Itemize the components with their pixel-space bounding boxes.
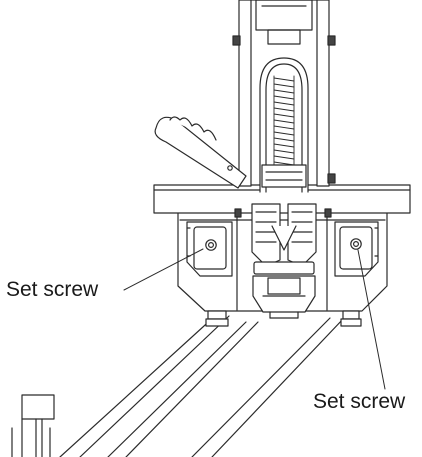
callout-leader-left xyxy=(123,248,204,291)
set-screw-icon xyxy=(205,239,217,251)
compression-spring xyxy=(273,75,295,171)
lever-handle xyxy=(154,116,247,189)
diagonal-support-rails xyxy=(59,315,345,457)
mounting-nut-right xyxy=(340,310,362,327)
top-mechanism xyxy=(255,0,313,45)
gripper-jaws xyxy=(251,203,317,275)
bottom-fitting xyxy=(252,275,316,319)
partial-stand-bracket xyxy=(11,394,55,457)
plunger xyxy=(261,164,307,188)
callout-leader-right xyxy=(357,249,386,390)
set-screw-label-left: Set screw xyxy=(6,278,99,301)
set-screw-label-right: Set screw xyxy=(313,390,406,413)
vertical-frame xyxy=(238,0,330,187)
left-side-block xyxy=(186,221,233,277)
mounting-nut-left xyxy=(205,310,229,327)
set-screw-icon xyxy=(350,238,362,250)
